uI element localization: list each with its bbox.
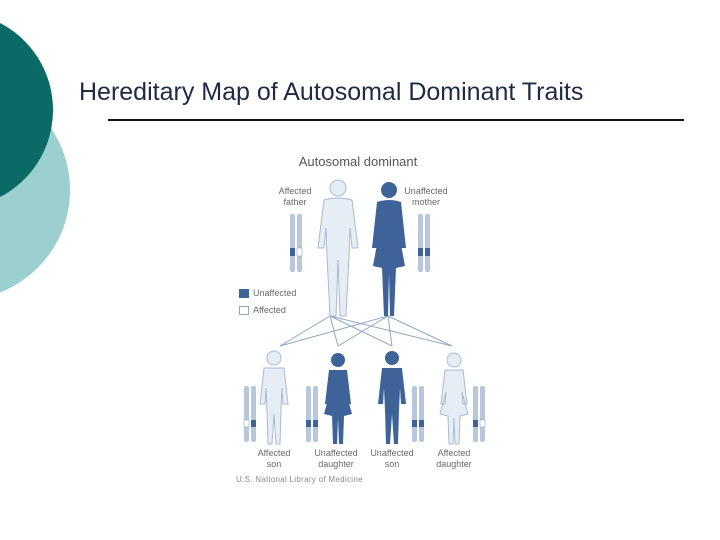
- inheritance-diagram: Autosomal dominant Affected father Unaff…: [230, 148, 510, 493]
- child-label-4: Affected daughter: [436, 448, 472, 469]
- child-label-1: Affected son: [257, 448, 291, 469]
- mother-label: Unaffected mother: [404, 186, 448, 207]
- theme-decoration: [0, 22, 70, 293]
- affected-swatch: [239, 305, 249, 315]
- father-figure: [317, 179, 359, 317]
- slide-title: Hereditary Map of Autosomal Dominant Tra…: [79, 78, 584, 106]
- pedigree-artwork: [243, 179, 486, 445]
- figure-title: Autosomal dominant: [298, 154, 418, 169]
- unaffected-swatch: [239, 288, 249, 298]
- affected-daughter-figure: [439, 352, 469, 445]
- legend-unaffected: Unaffected: [239, 288, 296, 298]
- child-label-3: Unaffected son: [370, 448, 414, 469]
- legend-affected: Affected: [239, 305, 286, 315]
- children-chromosomes: [243, 386, 486, 442]
- unaffected-son-figure: [378, 351, 406, 444]
- mother-chromosomes: [418, 214, 430, 272]
- father-label: Affected father: [278, 186, 312, 207]
- affected-son-figure: [259, 350, 289, 445]
- unaffected-daughter-figure: [324, 353, 352, 444]
- title-divider: [108, 119, 684, 121]
- dark-teal-circle: [0, 22, 53, 198]
- mother-figure: [372, 182, 406, 316]
- image-credit: U.S. National Library of Medicine: [236, 475, 363, 484]
- father-chromosomes: [290, 214, 303, 272]
- inheritance-lines: [279, 315, 453, 347]
- child-label-2: Unaffected daughter: [314, 448, 358, 469]
